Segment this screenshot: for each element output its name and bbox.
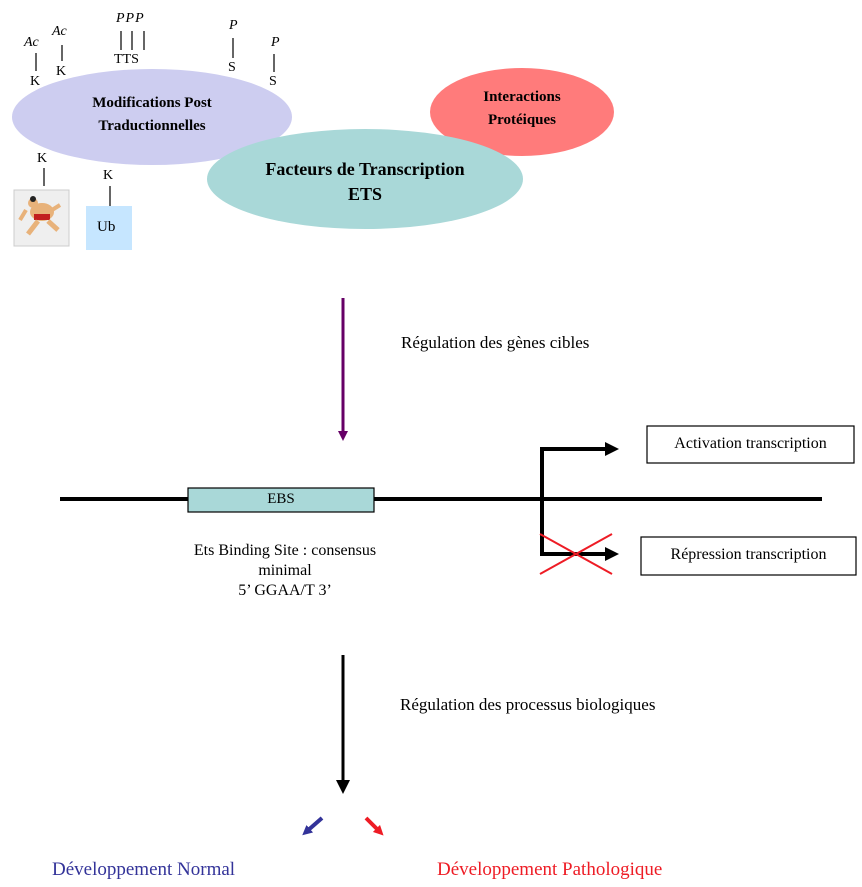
activation-label: Activation transcription <box>674 435 827 452</box>
ub-box <box>86 206 132 250</box>
ub-residue: K <box>103 168 114 183</box>
normal-arrow <box>302 816 324 836</box>
p2-residue: S <box>269 74 277 89</box>
ebs-caption-line2: minimal <box>258 562 312 579</box>
p2-label: P <box>271 35 280 50</box>
ptm-title: Modifications Post Traductionnelles <box>12 92 292 138</box>
pathological-arrow <box>364 816 384 836</box>
p1-residue: S <box>228 60 236 75</box>
normal-development-label: Développement Normal <box>52 859 236 880</box>
ebs-caption-line3: 5’ GGAA/T 3’ <box>238 582 332 599</box>
activation-box <box>646 425 855 464</box>
ac2-residue: K <box>56 64 67 79</box>
ac2-label: Ac <box>52 24 67 39</box>
interactions-line2: Protéiques <box>487 112 557 128</box>
p1-label: P <box>229 18 238 33</box>
ptm-ellipse <box>12 69 292 165</box>
pathological-development-label: Développement Pathologique <box>437 859 663 880</box>
ets-title-line2: ETS <box>347 184 383 204</box>
sumo-wrestler-icon <box>13 189 70 247</box>
interactions-title: Interactions Protéiques <box>430 86 614 132</box>
residue-ticks <box>35 31 275 206</box>
interactions-line1: Interactions <box>483 89 561 105</box>
ets-title-line1: Facteurs de Transcription <box>265 159 465 179</box>
repression-cross <box>539 533 613 575</box>
ets-title: Facteurs de Transcription ETS <box>207 157 523 207</box>
regulation-genes-label: Régulation des gènes cibles <box>401 333 590 352</box>
ptm-title-line2: Traductionnelles <box>98 118 206 134</box>
ac1-residue: K <box>30 74 41 89</box>
interactions-ellipse <box>430 68 614 156</box>
ac1-label: Ac <box>24 35 39 50</box>
sumo-residue: K <box>37 151 48 166</box>
ebs-caption-line1: Ets Binding Site : consensus <box>193 542 377 559</box>
ptm-title-line1: Modifications Post <box>92 95 212 111</box>
repression-label: Répression transcription <box>670 546 827 563</box>
ebs-caption: Ets Binding Site : consensus minimal 5’ … <box>140 541 430 601</box>
ppp-label: PPP <box>116 11 145 26</box>
ebs-box-label: EBS <box>267 491 295 507</box>
ebs-box <box>187 487 375 513</box>
ets-ellipse <box>207 129 523 229</box>
regulation-processes-label: Régulation des processus biologiques <box>400 695 656 714</box>
repression-arrow <box>540 499 619 561</box>
ub-label: Ub <box>97 219 116 235</box>
tts-residues: TTS <box>114 52 139 67</box>
repression-box <box>640 536 857 576</box>
activation-arrow <box>540 442 619 499</box>
